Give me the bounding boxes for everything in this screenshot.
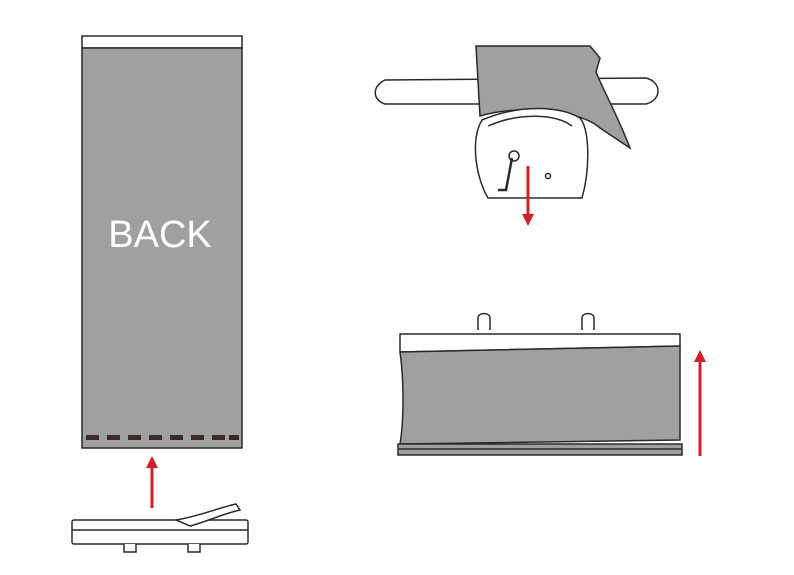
cassette-front-view: [397, 312, 683, 456]
banner-graphic: [81, 47, 243, 449]
cassette-peg-left: [477, 312, 491, 330]
banner-back-view: BACK: [81, 35, 243, 449]
banner-retracted: [399, 345, 681, 445]
hex-key-icon: [498, 157, 514, 192]
base-foot-right: [187, 544, 201, 553]
base-bar-body: [71, 519, 249, 545]
cassette-end-view: [374, 45, 659, 199]
bottom-adhesive-strip: [86, 435, 239, 440]
cassette-screw: [544, 172, 552, 180]
cassette-peg-right: [581, 312, 595, 330]
banner-back-label: BACK: [108, 214, 211, 256]
cassette-head: [474, 107, 589, 199]
base-foot-left: [123, 544, 137, 553]
base-bar: [71, 503, 249, 553]
banner-top-strip: [81, 35, 243, 49]
cassette-head-rim: [487, 115, 573, 127]
base-clip-strip: [173, 503, 242, 527]
